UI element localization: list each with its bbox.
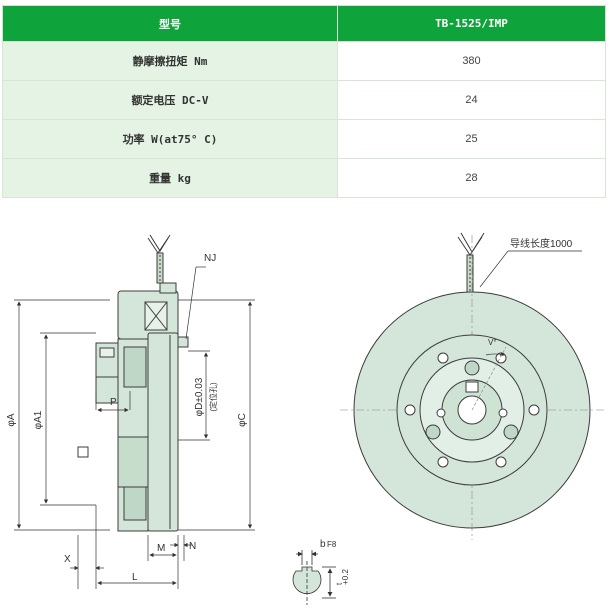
header-model-label: 型号 bbox=[2, 5, 338, 42]
label-lead-wire: 导线长度1000 bbox=[510, 237, 573, 250]
label-l: L bbox=[132, 572, 138, 583]
label-phi-c: φC bbox=[237, 413, 248, 427]
label-b: b bbox=[320, 539, 326, 550]
label-phi-a: φA bbox=[6, 413, 17, 426]
side-view-dimensions bbox=[14, 266, 255, 589]
label-p: P bbox=[110, 397, 117, 408]
table-row: 重量 kg 28 bbox=[2, 158, 606, 198]
keyway-labels: b F8 t +0.2 bbox=[320, 539, 350, 585]
row-label-power: 功率 W(at75° C) bbox=[2, 119, 338, 159]
label-phi-a1: φA1 bbox=[33, 410, 44, 429]
row-value-power: 25 bbox=[337, 119, 606, 159]
label-b-tol: F8 bbox=[327, 540, 337, 549]
front-view bbox=[340, 232, 605, 540]
label-m: M bbox=[157, 543, 165, 554]
front-view-labels: 导线长度1000 V° bbox=[488, 237, 573, 347]
row-label-torque: 静摩擦扭矩 Nm bbox=[2, 41, 338, 81]
row-value-weight: 28 bbox=[337, 158, 606, 198]
label-t: t bbox=[335, 582, 344, 585]
table-row: 功率 W(at75° C) 25 bbox=[2, 119, 606, 159]
table-row: 额定电压 DC-V 24 bbox=[2, 80, 606, 120]
header-model-value: TB-1525/IMP bbox=[337, 5, 606, 42]
spec-table-header: 型号 TB-1525/IMP bbox=[2, 5, 606, 42]
keyway-detail bbox=[292, 550, 336, 605]
row-label-voltage: 额定电压 DC-V bbox=[2, 80, 338, 120]
label-v: V° bbox=[488, 338, 497, 347]
row-value-voltage: 24 bbox=[337, 80, 606, 120]
spec-table: 型号 TB-1525/IMP 静摩擦扭矩 Nm 380 额定电压 DC-V 24… bbox=[2, 5, 606, 198]
label-nj: NJ bbox=[204, 253, 216, 264]
row-value-torque: 380 bbox=[337, 41, 606, 81]
front-view-annotations bbox=[471, 250, 582, 411]
label-t-tol: +0.2 bbox=[341, 569, 350, 585]
label-x: X bbox=[64, 554, 71, 565]
side-view bbox=[77, 234, 189, 532]
row-label-weight: 重量 kg bbox=[2, 158, 338, 198]
table-row: 静摩擦扭矩 Nm 380 bbox=[2, 41, 606, 81]
label-n: N bbox=[189, 541, 196, 552]
label-phi-d-note: (定位孔) bbox=[208, 382, 218, 412]
side-view-labels: NJ φA φA1 P φD±0.03 (定位孔) φC X M N L bbox=[6, 253, 248, 583]
technical-drawing: NJ φA φA1 P φD±0.03 (定位孔) φC X M N L b F… bbox=[6, 232, 605, 605]
label-phi-d: φD±0.03 bbox=[194, 377, 205, 416]
